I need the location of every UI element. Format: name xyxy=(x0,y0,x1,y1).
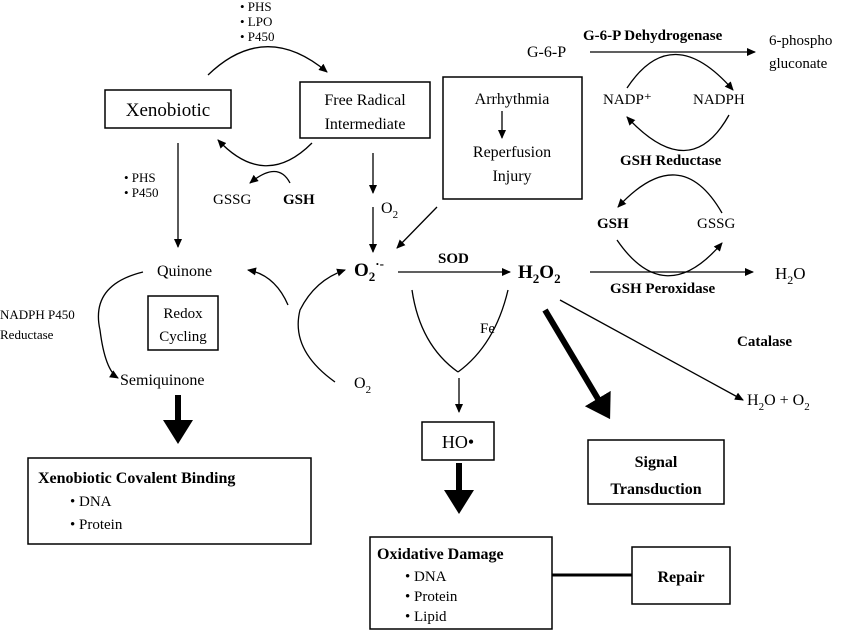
fe-label: Fe xyxy=(480,321,495,337)
phosphogluconate-label: 6-phospho xyxy=(769,33,832,49)
nadp-label: NADP⁺ xyxy=(603,92,652,108)
damage-item: • DNA xyxy=(405,569,447,585)
h2o-label: H2O xyxy=(775,264,806,287)
g6p-dehydrogenase-label: G-6-P Dehydrogenase xyxy=(583,28,723,44)
repair-label: Repair xyxy=(657,569,704,586)
free-radical-label: Free Radical xyxy=(324,92,406,109)
reductase-label: Reductase xyxy=(0,327,54,342)
svg-text:• P450: • P450 xyxy=(124,185,159,200)
transduction-label: Transduction xyxy=(610,481,701,498)
h2o-o2-label: H2O + O2 xyxy=(747,392,810,413)
gsh-label: GSH xyxy=(283,192,315,208)
o2-bottom-label: O2 xyxy=(354,375,371,396)
covalent-binding-box xyxy=(27,457,312,545)
reperfusion-label: Reperfusion xyxy=(473,144,551,161)
quinone-label: Quinone xyxy=(157,263,212,280)
o2-reduction-arrow xyxy=(297,268,346,383)
signal-thick-arrow xyxy=(542,308,611,420)
gsh-oxidation-right-arrow xyxy=(616,239,723,277)
cycling-label: Cycling xyxy=(159,329,207,345)
nadph-label: NADPH xyxy=(693,92,745,108)
gssg-label: GSSG xyxy=(213,192,252,208)
catalase-label: Catalase xyxy=(737,334,792,350)
arrhythmia-box xyxy=(442,76,583,200)
hydroxyl-label: HO• xyxy=(442,432,474,452)
nadph-oxidation-arrow xyxy=(626,114,730,152)
svg-text:• PHS: • PHS xyxy=(124,170,156,185)
xenobiotic-box xyxy=(104,89,232,129)
fenton-arc-right xyxy=(457,289,509,373)
covalent-item: • Protein xyxy=(70,517,123,533)
free-radical-label-2: Intermediate xyxy=(325,116,406,133)
damage-item: • Protein xyxy=(405,589,458,605)
gsh-right-label: GSH xyxy=(597,216,629,232)
semiquinone-label: Semiquinone xyxy=(120,372,204,389)
catalase-arrow xyxy=(559,299,744,401)
free-radical-box xyxy=(299,81,431,139)
h2o2-label: H2O2 xyxy=(518,262,561,286)
top-enzyme-list: • PHS • LPO • P450 xyxy=(240,0,275,44)
svg-text:• LPO: • LPO xyxy=(240,14,272,29)
side-enzyme-list: • PHS • P450 xyxy=(124,170,159,200)
sod-label: SOD xyxy=(438,251,469,267)
nadph-p450-label: NADPH P450 xyxy=(0,307,75,322)
arrhythmia-label: Arrhythmia xyxy=(475,91,550,108)
gsh-oxidation-arrow xyxy=(249,170,291,184)
nadp-reduction-arrow xyxy=(626,53,734,91)
oxidative-damage-title: Oxidative Damage xyxy=(377,546,504,563)
gsh-reductase-label: GSH Reductase xyxy=(620,153,722,169)
hydroxyl-box xyxy=(421,421,495,461)
detox-arrow xyxy=(217,139,313,167)
g6p-label: G-6-P xyxy=(527,44,566,61)
covalent-item: • DNA xyxy=(70,494,112,510)
gssg-right-label: GSSG xyxy=(697,216,736,232)
svg-text:• P450: • P450 xyxy=(240,29,275,44)
covalent-binding-title: Xenobiotic Covalent Binding xyxy=(38,470,235,487)
signal-transduction-box xyxy=(587,439,725,505)
xenobiotic-label: Xenobiotic xyxy=(126,100,210,121)
activation-arrow xyxy=(207,46,328,76)
phosphogluconate-label-2: gluconate xyxy=(769,56,828,72)
oxidative-damage-box xyxy=(369,536,553,630)
gssg-reduction-arrow xyxy=(617,174,723,214)
svg-text:• PHS: • PHS xyxy=(240,0,272,14)
semiquinone-oxidation-arrow xyxy=(247,267,289,306)
repair-box xyxy=(631,546,731,605)
o2-mid-label: O2 xyxy=(381,200,398,221)
gsh-peroxidase-label: GSH Peroxidase xyxy=(610,281,715,297)
superoxide-label: O2·- xyxy=(354,256,384,284)
quinone-reduction-arrow xyxy=(97,271,144,379)
damage-item: • Lipid xyxy=(405,609,447,625)
signal-label: Signal xyxy=(635,454,678,471)
redox-cycling-box xyxy=(147,295,219,351)
injury-label: Injury xyxy=(492,168,531,185)
fenton-arc-left xyxy=(411,289,459,373)
reperfusion-arrow xyxy=(396,206,438,249)
redox-label: Redox xyxy=(163,306,203,322)
